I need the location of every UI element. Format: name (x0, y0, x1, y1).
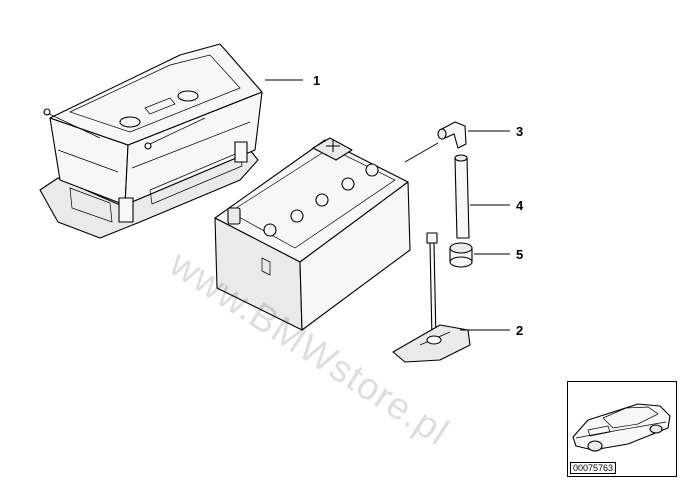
callout-2: 2 (516, 323, 523, 338)
callout-1: 1 (313, 73, 320, 88)
vent-hose-icon (454, 154, 510, 239)
car-reference-icon (572, 403, 671, 452)
battery-tray-icon (39, 43, 303, 239)
battery-icon (214, 137, 439, 331)
callout-5: 5 (516, 247, 523, 262)
reference-id-label: 00075763 (570, 462, 617, 474)
car-reference-box: 00075763 (567, 381, 677, 477)
callout-4: 4 (516, 198, 524, 213)
hold-down-clamp-icon (392, 232, 510, 363)
callout-3: 3 (516, 124, 523, 139)
vent-elbow-icon (437, 121, 510, 149)
grommet-icon (449, 242, 510, 268)
